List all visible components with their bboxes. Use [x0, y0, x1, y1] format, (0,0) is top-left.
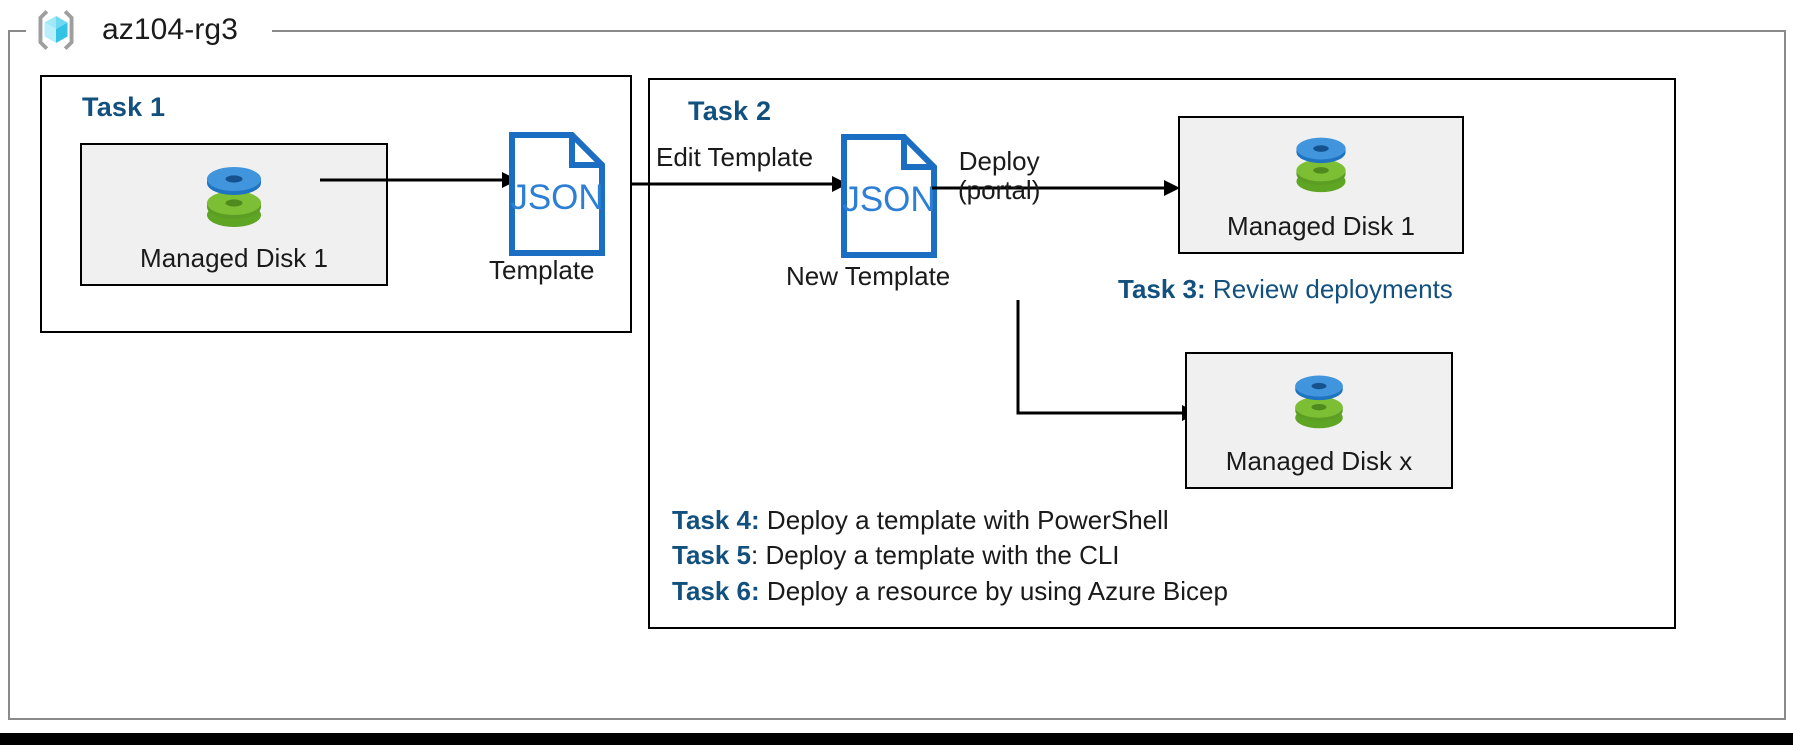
- svg-text:JSON: JSON: [842, 180, 935, 219]
- managed-disk-1-card-deployed: Managed Disk 1: [1178, 116, 1464, 254]
- azure-resource-group-cube-icon: [32, 6, 80, 54]
- deploy-label-line-2: (portal): [958, 175, 1041, 206]
- managed-disk-label: Managed Disk x: [1225, 446, 1413, 476]
- task-5-note: Task 5: Deploy a template with the CLI: [672, 540, 1120, 571]
- managed-disk-icon: [1290, 366, 1348, 441]
- new-template-caption: New Template: [786, 261, 951, 291]
- json-template-icon: JSON: [508, 131, 606, 262]
- deploy-label-line-1: Deploy: [958, 146, 1040, 176]
- task-1-heading: Task 1: [82, 92, 166, 122]
- task-3-text: Review deployments: [1205, 274, 1453, 304]
- deploy-portal-arrow: [932, 168, 1182, 213]
- deploy-second-resource-connector: [1010, 300, 1200, 430]
- resource-group-frame-top-right-rule: [272, 30, 1786, 32]
- task-6-tag: Task 6:: [672, 576, 760, 606]
- task-3-tag: Task 3:: [1118, 274, 1206, 304]
- edit-template-arrow: [632, 160, 850, 205]
- svg-text:JSON: JSON: [510, 178, 603, 217]
- bottom-bar: [0, 733, 1793, 745]
- task-4-tag: Task 4:: [672, 505, 760, 535]
- managed-disk-x-card-deployed: Managed Disk x: [1185, 352, 1453, 489]
- managed-disk-icon: [1291, 128, 1351, 205]
- managed-disk-label: Managed Disk 1: [1227, 211, 1415, 241]
- edit-template-label: Edit Template: [656, 142, 814, 172]
- task-5-text: : Deploy a template with the CLI: [751, 540, 1120, 570]
- json-new-template-icon: JSON: [840, 133, 938, 264]
- task-6-note: Task 6: Deploy a resource by using Azure…: [672, 576, 1228, 607]
- resource-group-name: az104-rg3: [102, 13, 238, 46]
- task-5-tag: Task 5: [672, 540, 752, 570]
- template-caption: Template: [489, 255, 595, 285]
- task-2-group: [648, 78, 1676, 629]
- resource-group-frame-top-left-rule: [8, 30, 26, 32]
- task-2-heading: Task 2: [688, 96, 772, 126]
- managed-disk-1-card-task1: Managed Disk 1: [80, 143, 388, 286]
- resource-group-container: [8, 30, 1786, 720]
- task-3-note: Task 3: Review deployments: [1118, 274, 1453, 305]
- task-4-text: Deploy a template with PowerShell: [759, 505, 1169, 535]
- managed-disk-label: Managed Disk 1: [140, 243, 328, 273]
- deploy-portal-label: Deploy (portal): [958, 146, 1041, 206]
- resource-group-header: az104-rg3: [32, 2, 238, 58]
- task-6-text: Deploy a resource by using Azure Bicep: [759, 576, 1228, 606]
- export-template-arrow: [320, 160, 520, 205]
- managed-disk-icon: [201, 157, 267, 240]
- task-4-note: Task 4: Deploy a template with PowerShel…: [672, 505, 1169, 536]
